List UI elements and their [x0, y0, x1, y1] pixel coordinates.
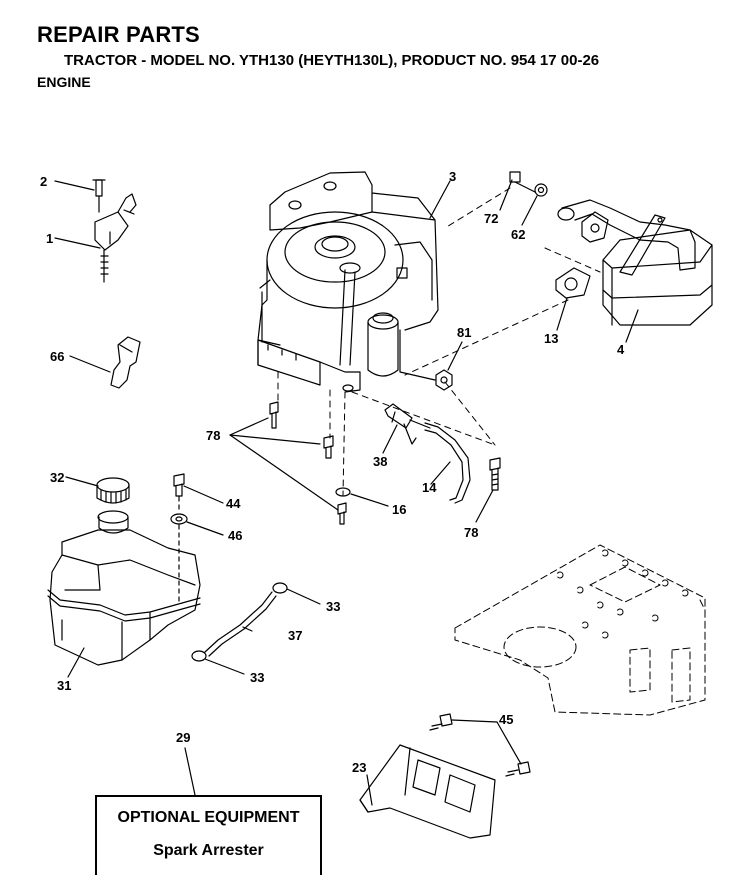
- callout-45: 45: [499, 712, 513, 727]
- bracket-part-66: [110, 336, 141, 389]
- chassis-frame-part: [454, 544, 706, 716]
- bolt-parts-78: [269, 401, 501, 525]
- callout-33-bottom: 33: [250, 670, 264, 685]
- callout-72: 72: [484, 211, 498, 226]
- page-title: REPAIR PARTS: [37, 22, 200, 47]
- muffler-part: [509, 171, 713, 326]
- callout-78-right: 78: [464, 525, 478, 540]
- engine-part: [257, 171, 439, 393]
- model-subtitle: TRACTOR - MODEL NO. YTH130 (HEYTH130L), …: [64, 52, 600, 69]
- heat-shield-part: [359, 744, 496, 839]
- callout-14: 14: [422, 480, 437, 495]
- callout-31: 31: [57, 678, 71, 693]
- nut-part-81: [435, 369, 453, 391]
- callout-37: 37: [288, 628, 302, 643]
- callout-81: 81: [457, 325, 471, 340]
- washer-part-46: [170, 513, 188, 525]
- callout-1: 1: [46, 231, 53, 246]
- callout-29: 29: [176, 730, 190, 745]
- hose-clamp-part: [191, 582, 288, 662]
- fuel-cap-part: [96, 477, 130, 504]
- callout-38: 38: [373, 454, 387, 469]
- callout-62: 62: [511, 227, 525, 242]
- section-label: ENGINE: [37, 74, 91, 90]
- callout-33-top: 33: [326, 599, 340, 614]
- throttle-control-part: [92, 179, 137, 283]
- fuel-tank-part: [47, 510, 201, 666]
- callout-16: 16: [392, 502, 406, 517]
- callout-13: 13: [544, 331, 558, 346]
- optional-equipment-box: OPTIONAL EQUIPMENT Spark Arrester: [95, 795, 322, 875]
- callout-44: 44: [226, 496, 241, 511]
- screw-part-44: [173, 473, 185, 497]
- optional-equipment-title: OPTIONAL EQUIPMENT: [117, 809, 300, 826]
- washer-part-16: [335, 487, 351, 497]
- drain-valve-part: [384, 403, 431, 445]
- optional-equipment-item: Spark Arrester: [153, 842, 264, 859]
- callout-2: 2: [40, 174, 47, 189]
- callout-78-left: 78: [206, 428, 220, 443]
- callout-4: 4: [617, 342, 625, 357]
- callout-46: 46: [228, 528, 242, 543]
- callout-32: 32: [50, 470, 64, 485]
- drain-hose-part: [424, 422, 471, 504]
- callout-3: 3: [449, 169, 456, 184]
- fuel-line-part: [204, 591, 277, 657]
- callout-66: 66: [50, 349, 64, 364]
- screw-parts-45: [429, 713, 531, 777]
- callout-23: 23: [352, 760, 366, 775]
